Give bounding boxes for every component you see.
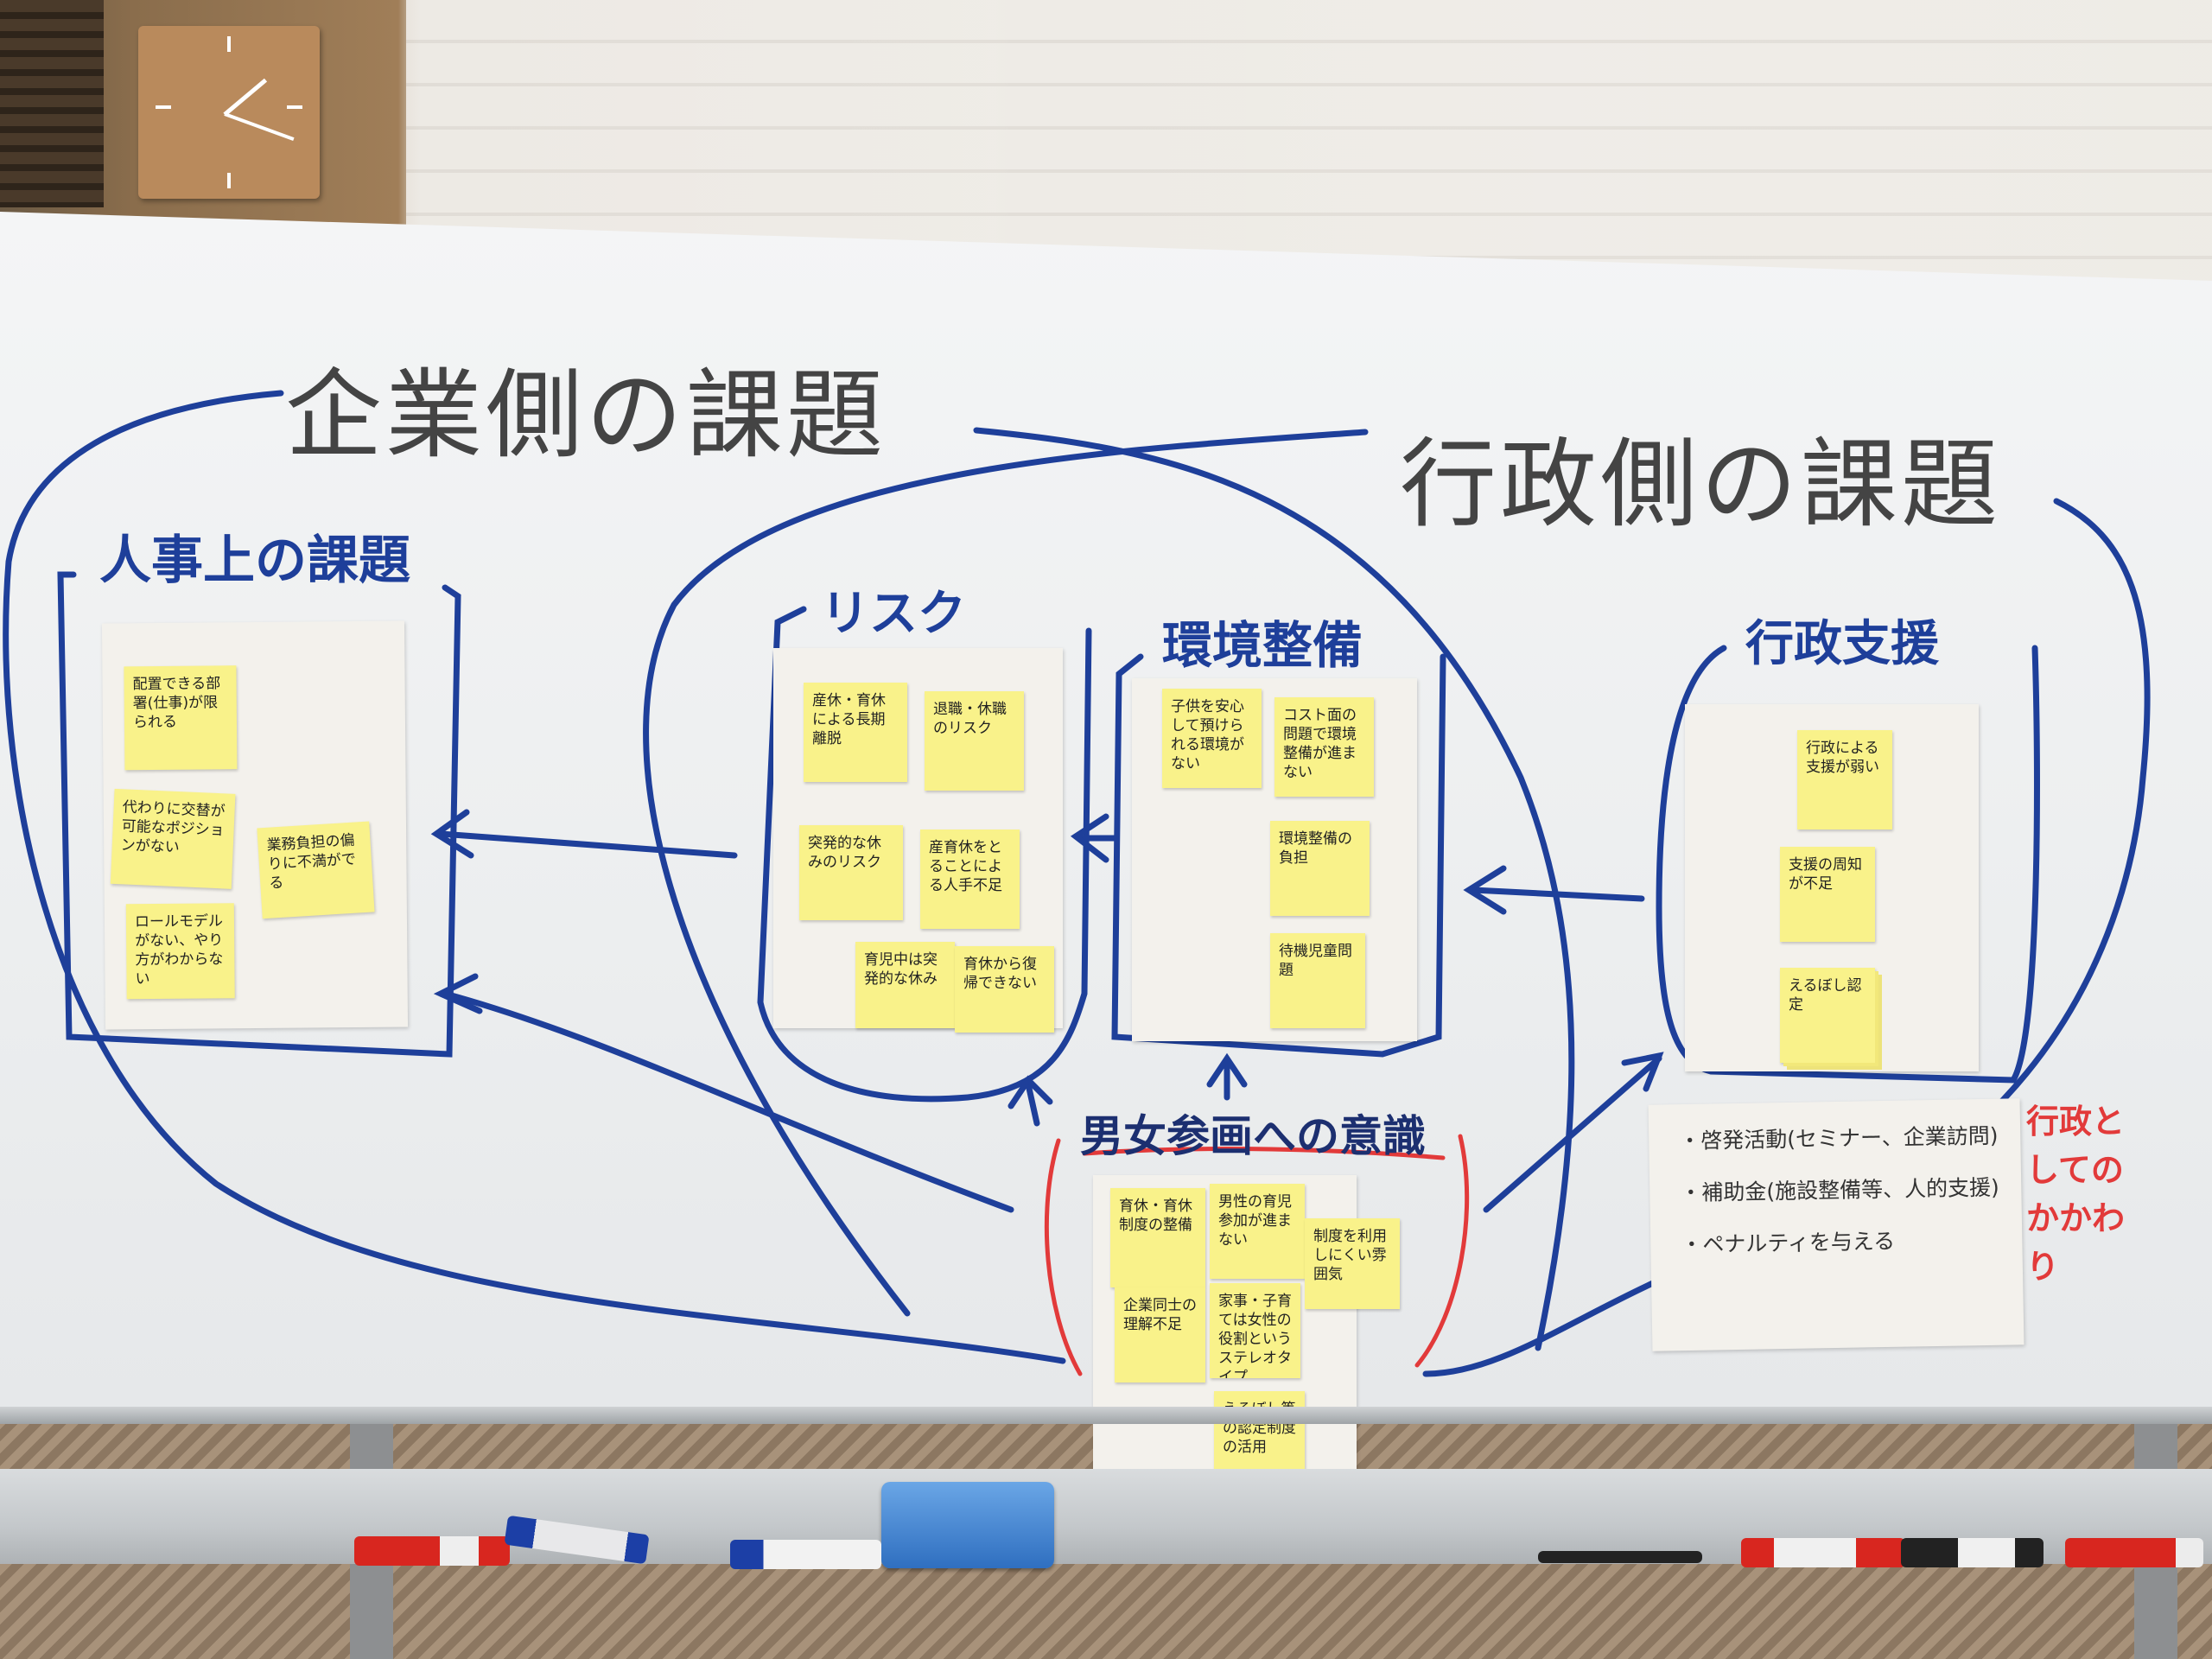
sticky-note-stack: えるぼし認定 [1780, 968, 1875, 1063]
blue-marker[interactable] [730, 1540, 881, 1569]
sticky-note: 環境整備の負担 [1270, 821, 1370, 916]
red-marker[interactable] [1741, 1538, 1905, 1567]
sticky-note: 行政による支援が弱い [1797, 730, 1892, 830]
red-marker[interactable] [354, 1536, 510, 1566]
sticky-note: 配置できる部署(仕事)が限られる [124, 665, 238, 771]
sticky-note: 企業同士の理解不足 [1115, 1287, 1205, 1382]
sheet-hr: 配置できる部署(仕事)が限られる 代わりに交替が可能なポジションがない ロールモ… [101, 620, 409, 1030]
sheet-line: ・啓発活動(セミナー、企業訪問) [1679, 1122, 1999, 1154]
sheet-risk: 産休・育休による長期離脱 退職・休職のリスク 突発的な休みのリスク 産育休をとる… [773, 648, 1063, 1033]
sticky-note: 待機児童問題 [1270, 933, 1365, 1028]
title-company-side: 企業側の課題 [285, 359, 887, 472]
label-gov-involvement: 行政としてのかかわり [2026, 1103, 2126, 1286]
board-bottom-frame [0, 1407, 2212, 1424]
sticky-note: 業務負担の偏りに不満がでる [257, 821, 375, 919]
red-marker[interactable] [2065, 1538, 2203, 1567]
sticky-note: 育児中は突発的な休み [855, 942, 955, 1028]
board-eraser[interactable] [881, 1482, 1054, 1568]
wall-louver [0, 0, 104, 207]
wall-clock [138, 26, 320, 199]
sticky-note: 産休・育休による長期離脱 [804, 683, 907, 782]
sticky-note: 育休から復帰できない [955, 946, 1054, 1033]
sheet-environment: 子供を安心して預けられる環境がない コスト面の問題で環境整備が進まない 環境整備… [1132, 678, 1417, 1041]
sticky-note: 退職・休職のリスク [925, 691, 1024, 791]
label-risk: リスク [821, 586, 966, 642]
sticky-note: 子供を安心して預けられる環境がない [1162, 689, 1262, 788]
sticky-note: 制度を利用しにくい雰囲気 [1305, 1218, 1400, 1309]
title-government-side: 行政側の課題 [1400, 429, 2001, 541]
sheet-line: ・ペナルティを与える [1681, 1228, 1896, 1258]
sticky-note: 産育休をとることによる人手不足 [920, 830, 1020, 929]
sticky-note: 突発的な休みのリスク [799, 825, 903, 920]
sticky-note: ロールモデルがない、やり方がわからない [125, 903, 235, 1000]
sheet-gov-support: 行政による支援が弱い 支援の周知が不足 えるぼし認定 [1685, 704, 1979, 1071]
black-pen[interactable] [1538, 1551, 1702, 1563]
sticky-note: 家事・子育ては女性の役割というステレオタイプ [1210, 1283, 1300, 1378]
sticky-note: 男性の育児参加が進まない [1210, 1184, 1305, 1279]
label-hr-issues: 人事上の課題 [99, 531, 410, 591]
label-environment: 環境整備 [1162, 616, 1363, 675]
sheet-gov-involvement: ・啓発活動(セミナー、企業訪問) ・補助金(施設整備等、人的支援) ・ペナルティ… [1648, 1098, 2024, 1351]
label-gov-support: 行政支援 [1745, 616, 1939, 672]
black-marker[interactable] [1901, 1538, 2044, 1567]
sticky-note: コスト面の問題で環境整備が進まない [1274, 697, 1374, 797]
sticky-note: 支援の周知が不足 [1780, 847, 1875, 942]
label-gender-awareness: 男女参画への意識 [1080, 1111, 1426, 1161]
sticky-note: 育休・育休制度の整備 [1110, 1188, 1205, 1287]
sheet-line: ・補助金(施設整備等、人的支援) [1680, 1174, 2000, 1206]
sticky-note: 代わりに交替が可能なポジションがない [110, 788, 236, 889]
